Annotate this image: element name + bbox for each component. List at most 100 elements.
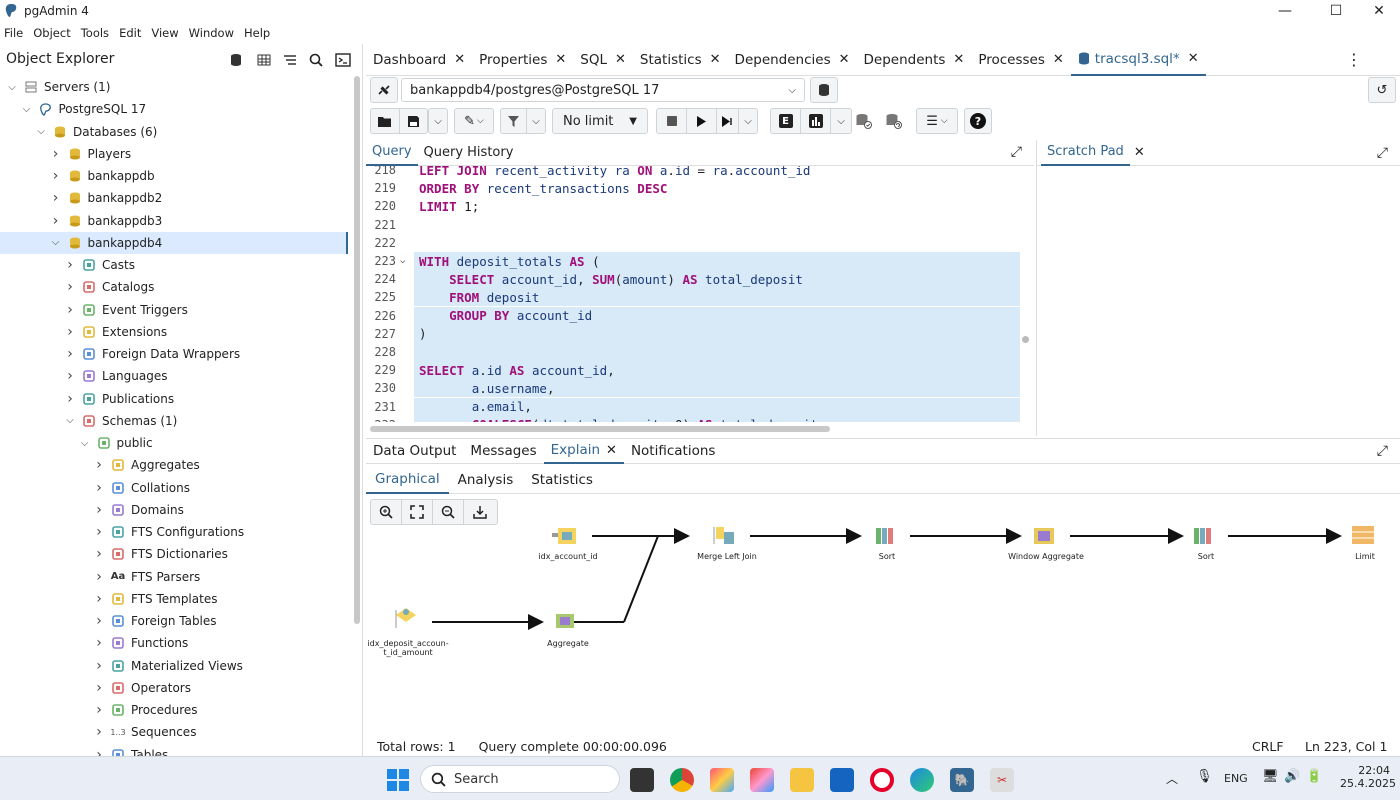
commit-icon[interactable] xyxy=(850,108,878,134)
chevron-right-icon[interactable]: › xyxy=(52,190,59,207)
zoom-out-icon[interactable] xyxy=(433,500,464,524)
microphone-icon[interactable]: 🎙 xyxy=(1196,769,1213,784)
chevron-right-icon[interactable]: › xyxy=(67,301,73,318)
opera-icon[interactable] xyxy=(870,768,894,792)
index-only-scan-icon[interactable] xyxy=(395,608,416,628)
close-icon[interactable]: ✕ xyxy=(1052,52,1064,67)
tab-query-history[interactable]: Query History xyxy=(423,145,514,160)
menu-object[interactable]: Object xyxy=(33,26,71,40)
close-icon[interactable]: ✕ xyxy=(1187,51,1199,66)
editor-line[interactable]: 225 FROM deposit xyxy=(366,288,1020,307)
chevron-right-icon[interactable]: › xyxy=(52,145,59,162)
tree-item[interactable]: ›Players xyxy=(0,143,131,165)
more-options-icon[interactable]: ⋮ xyxy=(1346,50,1362,69)
tab-processes[interactable]: Processes✕ xyxy=(971,44,1070,76)
tree-item[interactable]: ›FTS Configurations xyxy=(0,521,244,543)
scratch-pad-input[interactable] xyxy=(1037,167,1400,435)
chevron-down-icon[interactable]: ⌵ xyxy=(22,103,31,115)
tree-item[interactable]: ›Domains xyxy=(0,499,184,521)
sort-icon[interactable] xyxy=(1194,528,1211,544)
tree-item[interactable]: ›bankappdb xyxy=(0,165,155,187)
aggregate-icon[interactable] xyxy=(556,614,574,628)
network-icon[interactable]: 🖥 xyxy=(1262,769,1279,784)
chevron-right-icon[interactable]: › xyxy=(67,257,73,273)
tab-properties[interactable]: Properties✕ xyxy=(472,44,573,76)
tree-item[interactable]: ›FTS Templates xyxy=(0,588,217,610)
chevron-right-icon[interactable]: › xyxy=(67,279,73,296)
reset-layout-icon[interactable]: ↺ xyxy=(1368,77,1396,103)
chevron-right-icon[interactable]: › xyxy=(96,635,102,652)
chevron-down-icon[interactable]: ⌵ xyxy=(37,126,45,137)
tab-notifications[interactable]: Notifications xyxy=(630,443,716,459)
rollback-icon[interactable] xyxy=(880,108,908,134)
tree-item[interactable]: ›Collations xyxy=(0,477,190,499)
snipping-tool-icon[interactable]: ✂ xyxy=(990,768,1014,792)
tree-item[interactable]: ⌵Servers (1) xyxy=(0,76,110,98)
tree-item[interactable]: ›Functions xyxy=(0,632,188,654)
chevron-right-icon[interactable]: › xyxy=(52,212,59,229)
edge-icon[interactable] xyxy=(910,768,934,792)
chevron-right-icon[interactable]: › xyxy=(96,546,102,563)
index-scan-icon[interactable] xyxy=(552,528,576,544)
chevron-right-icon[interactable]: › xyxy=(67,390,73,407)
connection-select[interactable]: bankappdb4/postgres@PostgreSQL 17 ⌵ xyxy=(401,78,805,102)
close-icon[interactable]: ✕ xyxy=(953,52,965,67)
connection-status-icon[interactable] xyxy=(370,77,398,103)
tree-item[interactable]: ›Catalogs xyxy=(0,276,154,298)
tree-item[interactable]: ›Event Triggers xyxy=(0,299,188,321)
tree-item[interactable]: ⌵bankappdb4 xyxy=(0,231,348,254)
close-icon[interactable]: ✕ xyxy=(454,52,466,67)
tab-data-output[interactable]: Data Output xyxy=(373,443,457,459)
merge-join-icon[interactable] xyxy=(713,527,734,544)
chevron-down-icon[interactable]: ⌵ xyxy=(51,237,60,249)
chevron-right-icon[interactable]: › xyxy=(96,702,102,718)
chevron-right-icon[interactable]: › xyxy=(96,613,102,629)
tab-messages[interactable]: Messages xyxy=(470,443,537,459)
pgadmin-taskbar-icon[interactable]: 🐘 xyxy=(950,768,974,792)
tab-sql[interactable]: SQL✕ xyxy=(573,44,633,76)
editor-line[interactable]: 232 COALESCE(dt.total_deposit, 0) AS tot… xyxy=(366,415,1020,422)
stop-icon[interactable] xyxy=(657,109,687,133)
download-icon[interactable] xyxy=(464,500,495,524)
editor-line[interactable]: 224 SELECT account_id, SUM(amount) AS to… xyxy=(366,270,1020,289)
chevron-right-icon[interactable]: › xyxy=(52,168,59,184)
editor-line[interactable]: 227) xyxy=(366,324,1020,343)
open-file-icon[interactable] xyxy=(371,109,400,133)
splitter-handle[interactable] xyxy=(1022,336,1029,343)
tree-item[interactable]: ›Extensions xyxy=(0,321,167,343)
editor-line[interactable]: 230 a.username, xyxy=(366,379,1020,398)
editor-line[interactable]: 222 xyxy=(366,234,1020,252)
close-icon[interactable]: ✕ xyxy=(615,52,626,67)
tab-analysis[interactable]: Analysis xyxy=(457,471,514,488)
task-view-icon[interactable] xyxy=(630,768,654,792)
chevron-up-icon[interactable]: ︿ xyxy=(1166,772,1179,786)
chevron-right-icon[interactable]: › xyxy=(96,501,102,518)
execute-icon[interactable] xyxy=(687,109,717,133)
tab-explain[interactable]: Explain✕ xyxy=(543,438,624,464)
editor-horizontal-scrollbar[interactable] xyxy=(370,426,830,432)
tree-item[interactable]: ›Foreign Tables xyxy=(0,610,216,632)
close-icon[interactable]: ✕ xyxy=(555,52,567,67)
chevron-right-icon[interactable]: › xyxy=(96,524,102,540)
chevron-down-icon[interactable]: ⌵ xyxy=(80,437,89,449)
filter-rows-icon[interactable] xyxy=(278,49,302,71)
chevron-right-icon[interactable]: › xyxy=(96,746,102,763)
close-window-button[interactable]: ✕ xyxy=(1373,3,1385,19)
filter-chevron-icon[interactable]: ⌵ xyxy=(532,115,540,127)
chevron-right-icon[interactable]: › xyxy=(67,323,73,340)
scratch-pad-title[interactable]: Scratch Pad xyxy=(1041,140,1130,166)
tree-item[interactable]: ›Aggregates xyxy=(0,454,200,476)
menu-window[interactable]: Window xyxy=(188,26,234,40)
chevron-right-icon[interactable]: › xyxy=(96,479,102,496)
app-icon[interactable] xyxy=(710,768,734,792)
chevron-right-icon[interactable]: › xyxy=(67,346,73,362)
chevron-right-icon[interactable]: › xyxy=(96,568,102,585)
chevron-down-icon[interactable]: ⌵ xyxy=(8,81,16,93)
tab-query-file[interactable]: tracsql3.sql*✕ xyxy=(1070,44,1206,76)
tree-item[interactable]: ⌵PostgreSQL 17 xyxy=(0,98,146,120)
